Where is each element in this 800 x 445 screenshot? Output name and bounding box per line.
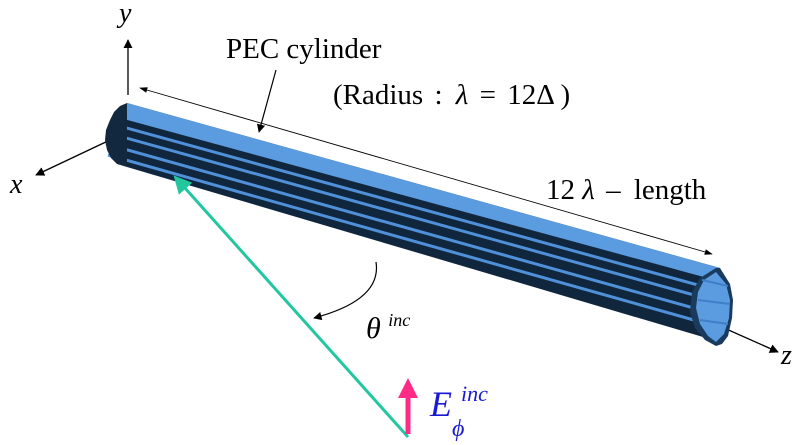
x-axis-label: x — [9, 169, 23, 200]
field-label: E inc — [429, 381, 488, 424]
angle-label: θ inc — [366, 310, 410, 345]
length-dash: – — [605, 174, 621, 206]
y-axis-label: y — [116, 0, 132, 29]
radius-colon: : — [434, 79, 442, 111]
radius-symbol: λ — [455, 79, 469, 111]
radius-label: (Radius : λ = 12Δ ) — [333, 79, 570, 111]
radius-value: 12Δ — [507, 79, 554, 111]
x-axis — [35, 139, 111, 176]
cylinder-pointer — [256, 69, 277, 133]
length-dimension-arrow — [139, 87, 713, 255]
incident-wave-arrow — [173, 175, 410, 439]
length-word: length — [634, 174, 707, 206]
incidence-angle-arc — [313, 261, 378, 321]
field-base: E — [429, 384, 452, 424]
cylinder-far-end — [690, 268, 733, 346]
field-sup: inc — [461, 381, 488, 406]
length-value: 12 — [546, 174, 575, 206]
angle-sup: inc — [388, 310, 410, 330]
length-label: 12 λ – length — [546, 174, 707, 206]
angle-base: θ — [366, 312, 381, 345]
length-symbol: λ — [581, 174, 595, 206]
cylinder-near-end — [105, 103, 127, 167]
radius-open: (Radius — [333, 79, 423, 111]
field-sub-label: ϕ — [452, 416, 464, 442]
radius-equals: = — [480, 79, 496, 111]
object-title-label: PEC cylinder — [226, 33, 382, 65]
cylinder-top-surface — [120, 103, 722, 282]
pec-cylinder — [105, 103, 733, 346]
radius-close: ) — [561, 79, 571, 111]
z-axis-label: z — [780, 340, 792, 371]
